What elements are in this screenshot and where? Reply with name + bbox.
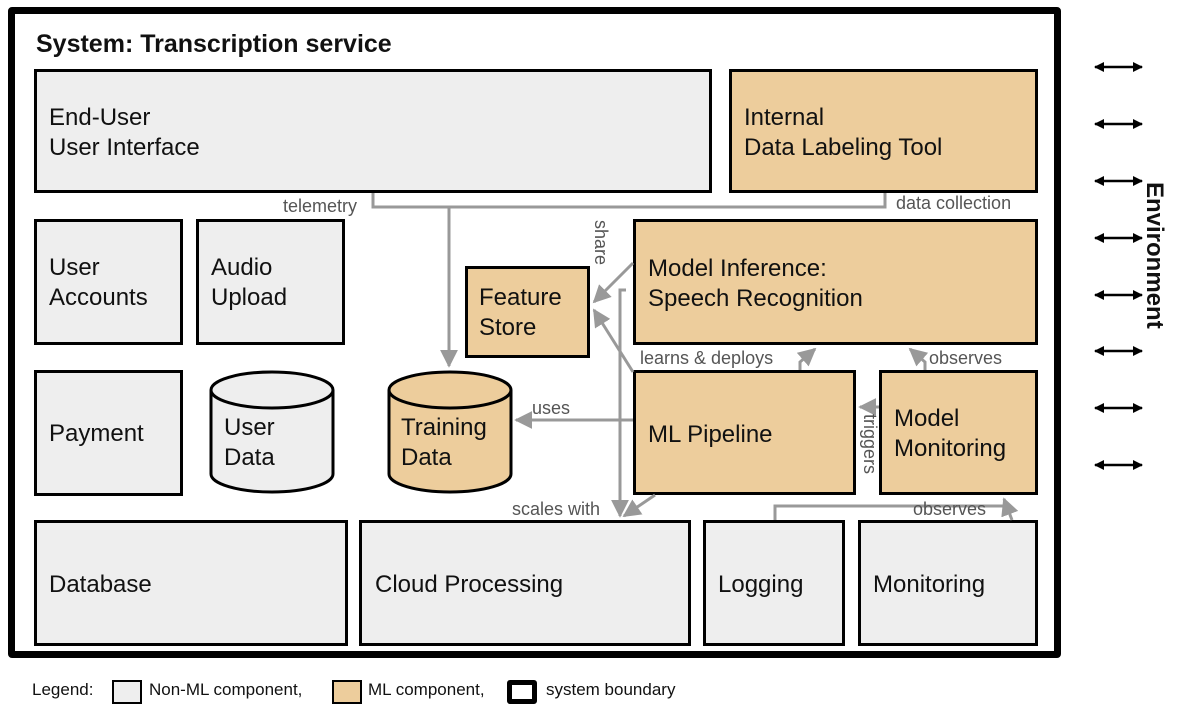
ml-pipeline-box: ML Pipeline: [633, 370, 856, 495]
edge-label-triggers: triggers: [860, 414, 880, 475]
model-monitoring-label: Model Monitoring: [894, 405, 1007, 462]
edge-label-learns-deploys: learns & deploys: [640, 348, 774, 368]
telemetry-connector: [371, 193, 458, 368]
legend-prefix: Legend:: [32, 680, 94, 699]
legend-non-ml-swatch: [112, 680, 142, 704]
system-boundary: [8, 7, 1061, 658]
logging-box: Logging: [703, 520, 845, 646]
labeling-tool-label: Internal Data Labeling Tool: [744, 104, 943, 161]
model-inference-box: Model Inference: Speech Recognition: [633, 219, 1038, 345]
feature-store-box: Feature Store: [465, 266, 590, 358]
system-title: System: Transcription service: [36, 30, 392, 58]
audio-upload-label: Audio Upload: [211, 254, 288, 311]
training-data-label: Training Data: [401, 414, 487, 471]
logging-label: Logging: [718, 571, 804, 598]
labeling-tool-box: Internal Data Labeling Tool: [729, 69, 1038, 193]
edge-label-share: share: [591, 220, 611, 266]
end-user-ui-box: End-User User Interface: [34, 69, 712, 193]
data-collection-connector: [449, 193, 887, 209]
edge-label-observes-top: observes: [929, 348, 1003, 368]
environment-label: Environment: [1141, 182, 1168, 329]
scales-with-pipeline-connector: [622, 493, 656, 518]
user-accounts-box: User Accounts: [34, 219, 183, 345]
observes-bottom-connector: [773, 504, 1010, 520]
monitoring-box: Monitoring: [858, 520, 1038, 646]
user-data-label: User Data: [224, 414, 275, 471]
legend-boundary-label: system boundary: [546, 680, 676, 699]
database-box: Database: [34, 520, 348, 646]
monitoring-label: Monitoring: [873, 571, 986, 598]
database-label: Database: [49, 571, 152, 598]
model-inference-label: Model Inference: Speech Recognition: [648, 255, 863, 312]
pipeline-feature-connector: [592, 308, 635, 373]
legend-non-ml-label: Non-ML component,: [149, 680, 303, 699]
edge-label-telemetry: telemetry: [283, 196, 358, 216]
audio-upload-box: Audio Upload: [196, 219, 345, 345]
legend-ml-swatch: [332, 680, 362, 704]
learns-deploys-connector: [796, 347, 817, 370]
edge-label-uses: uses: [532, 398, 571, 418]
legend-boundary-swatch: [507, 680, 537, 704]
cloud-processing-label: Cloud Processing: [375, 571, 564, 598]
legend-ml-label: ML component,: [368, 680, 485, 699]
training-data-cylinder: [387, 370, 513, 494]
scales-with-connector: [611, 288, 629, 518]
edge-label-scales-with: scales with: [512, 499, 601, 519]
end-user-ui-label: End-User User Interface: [49, 104, 200, 161]
user-data-cylinder: [209, 370, 335, 494]
environment-arrows: [1094, 62, 1143, 470]
user-accounts-label: User Accounts: [49, 254, 148, 311]
observes-top-connector: [908, 347, 929, 370]
model-monitoring-box: Model Monitoring: [879, 370, 1038, 495]
share-connector: [592, 261, 635, 304]
payment-box: Payment: [34, 370, 183, 496]
edge-label-data-collection: data collection: [896, 193, 1012, 213]
observes-bottom-monitor-connector: [1001, 497, 1019, 521]
feature-store-label: Feature Store: [479, 284, 562, 341]
cloud-processing-box: Cloud Processing: [359, 520, 691, 646]
payment-label: Payment: [49, 420, 144, 447]
edge-label-observes-bottom: observes: [913, 499, 987, 519]
ml-pipeline-label: ML Pipeline: [648, 421, 773, 448]
